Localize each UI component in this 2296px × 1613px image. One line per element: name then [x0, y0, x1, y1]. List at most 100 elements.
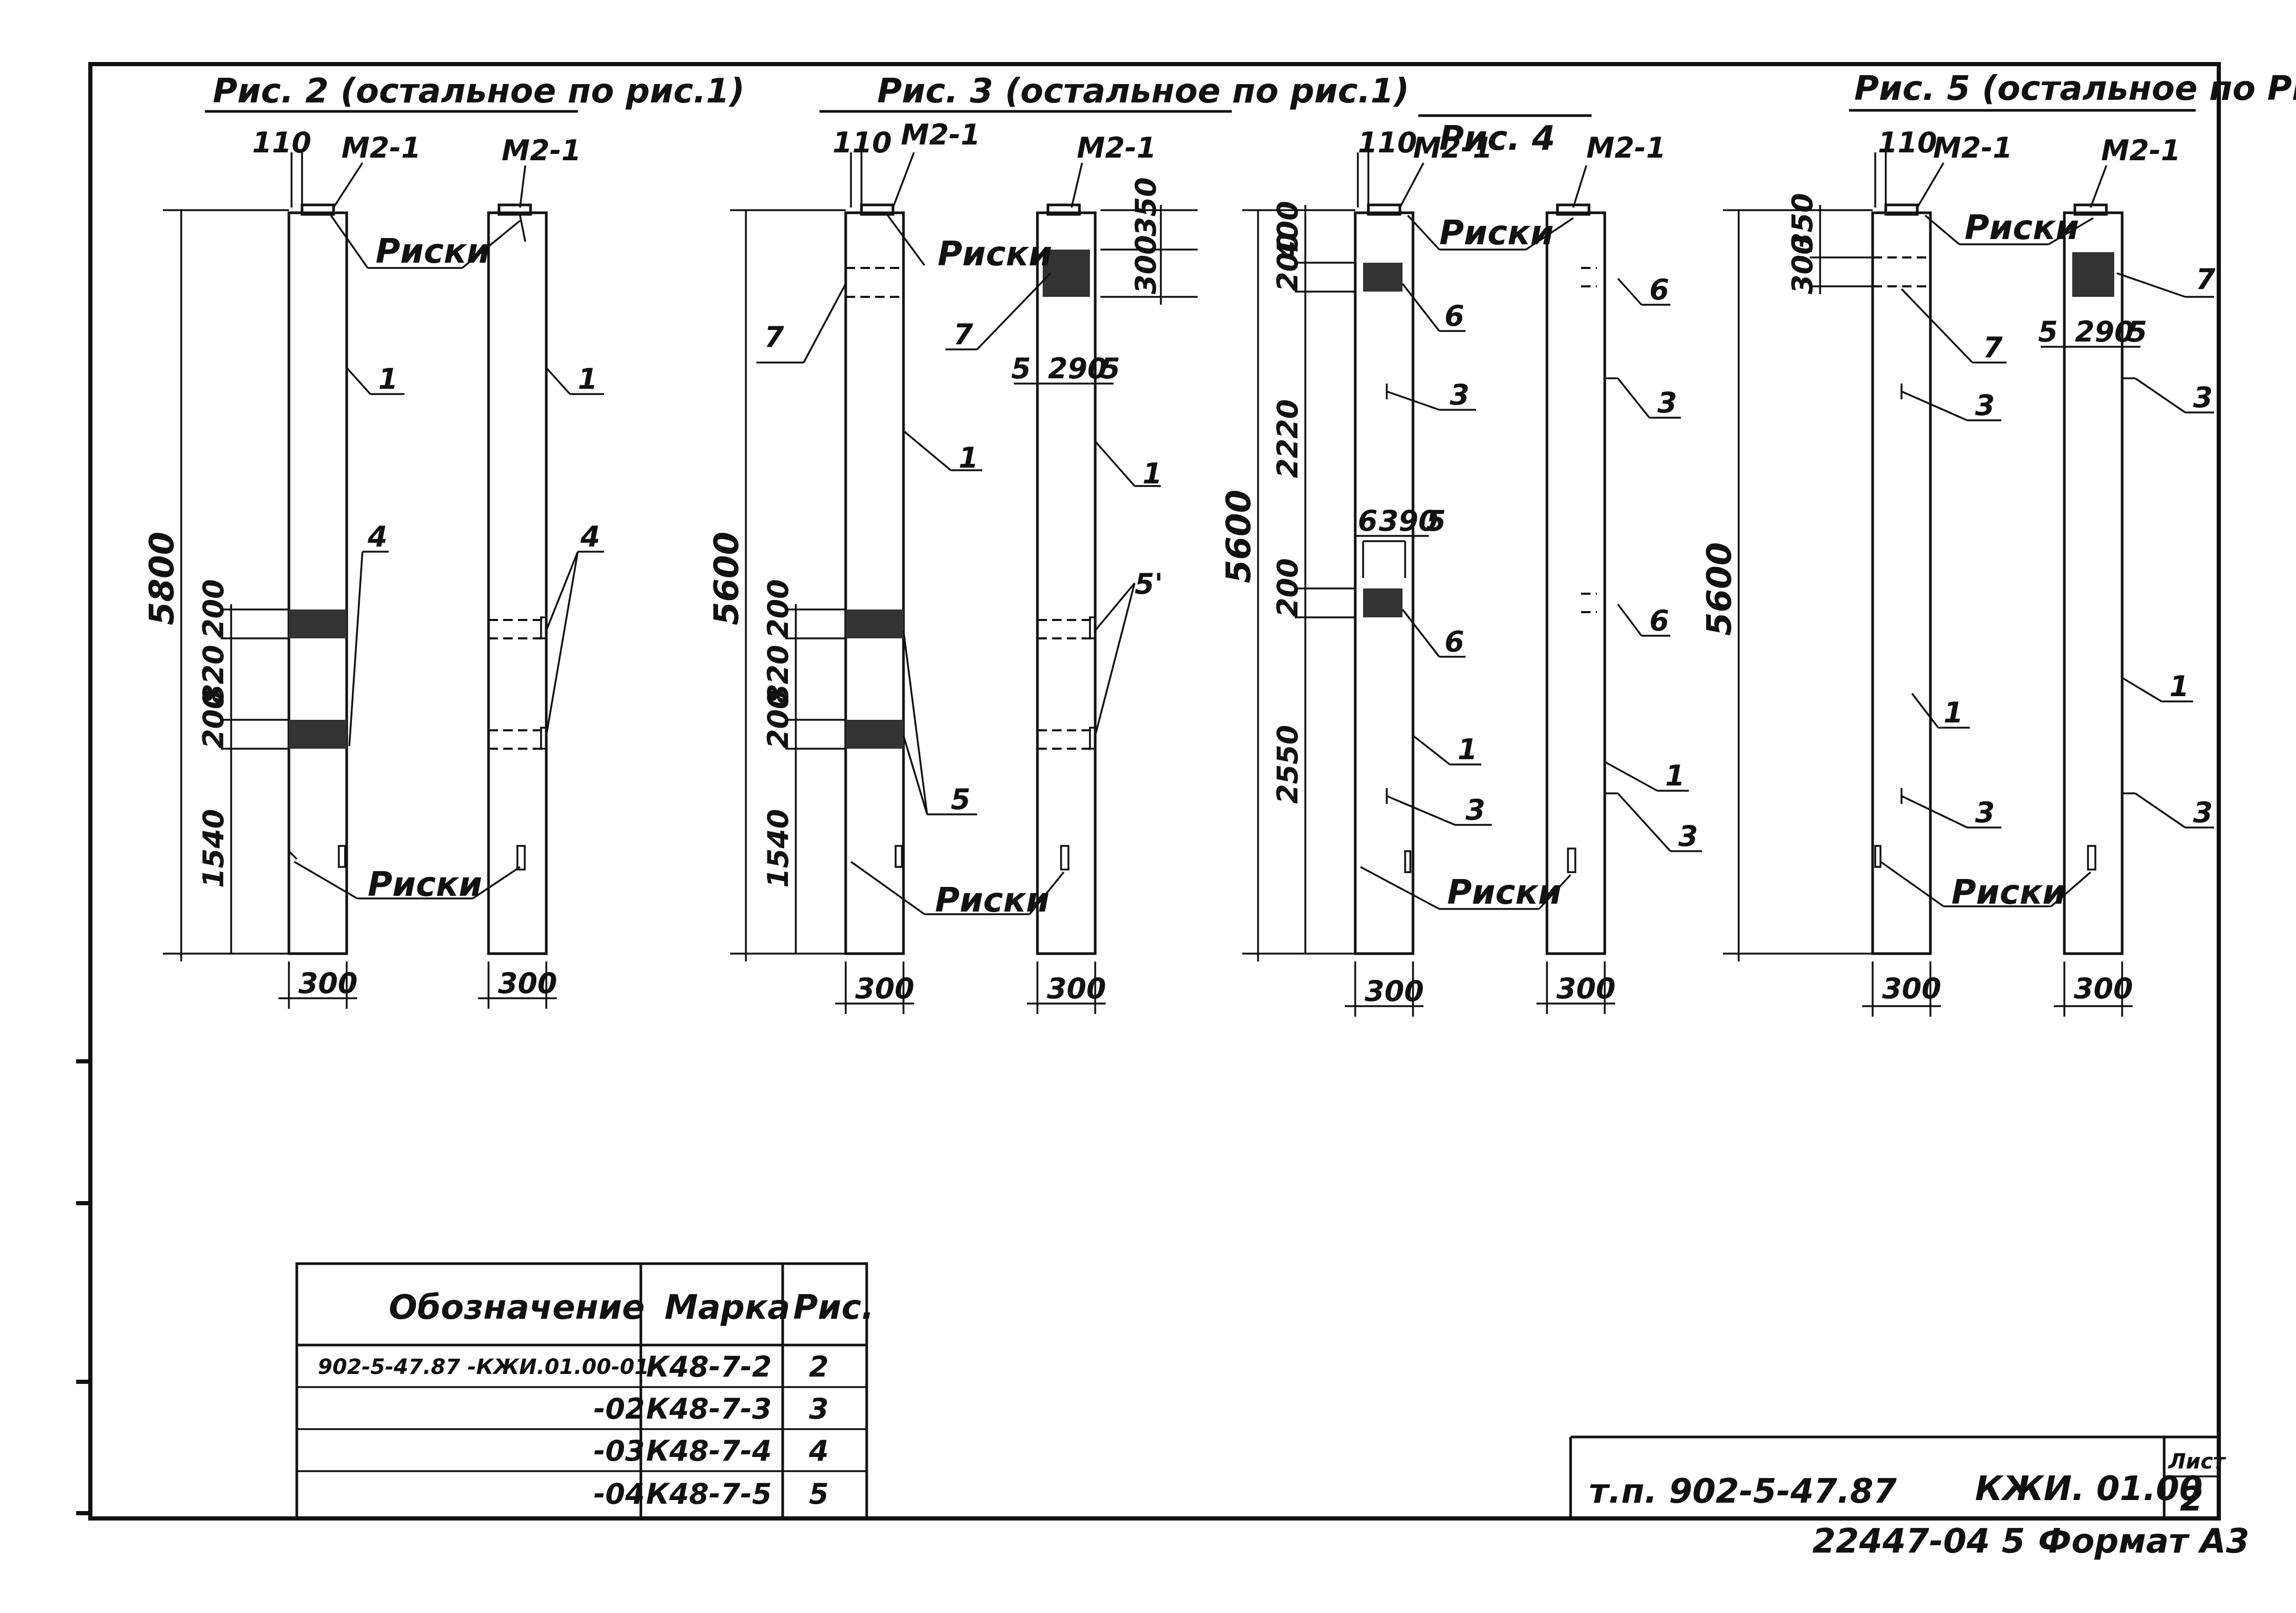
dim-390: 390 — [1379, 504, 1438, 537]
dim-6: 6 — [1358, 504, 1378, 537]
dim-2550: 2550 — [1271, 725, 1304, 804]
dim-350: 350 — [1129, 177, 1162, 236]
table-row-mark: К48-7-5 — [646, 1477, 772, 1511]
table-row-fig: 3 — [809, 1392, 829, 1425]
embedded-plate-m21 — [300, 203, 335, 216]
hatch-mark-4 — [289, 609, 347, 638]
figure-3-title: Рис. 3 (остальное по рис.1) — [877, 72, 1409, 111]
hatch-mark-6 — [1363, 588, 1402, 617]
dim-300: 300 — [855, 972, 915, 1005]
table-row-code: 902-5-47.87 -КЖИ.01.00-01 — [318, 1355, 649, 1379]
part-7: 7 — [1983, 331, 2003, 364]
dim-300: 300 — [498, 967, 557, 1000]
dim-5: 5 — [1426, 504, 1446, 537]
part-3: 3 — [1678, 820, 1698, 853]
dim-350: 350 — [1786, 193, 1819, 252]
project-number: т.п. 902-5-47.87 — [1589, 1472, 1897, 1511]
table-row-mark: К48-7-3 — [646, 1392, 772, 1425]
part-6: 6 — [1445, 299, 1464, 333]
table-row-fig: 5 — [809, 1477, 829, 1511]
dim-400: 400 — [1271, 201, 1304, 261]
part-7: 7 — [2196, 263, 2216, 296]
figure-4-title: Рис. 4 — [1439, 119, 1555, 158]
hatch-mark-4 — [289, 720, 347, 749]
label-m21: М2-1 — [1413, 131, 1492, 164]
dim-300: 300 — [298, 967, 358, 1000]
figure-5: Рис. 5 (остальное по Рис. 4) 110 М2-1 М2… — [1700, 69, 2296, 1017]
figure-3: Рис. 3 (остальное по рис.1) 110 М2-1 М2-… — [708, 72, 1409, 1014]
table-header: Обозначение — [389, 1288, 645, 1327]
dim-5: 5 — [1100, 352, 1120, 385]
table-row-fig: 4 — [808, 1434, 829, 1467]
part-4: 4 — [580, 520, 600, 553]
dim-300: 300 — [1556, 972, 1616, 1005]
label-riski: Риски — [938, 235, 1052, 274]
table-row-code: -03 — [594, 1434, 645, 1467]
column-side-view — [1545, 211, 1606, 955]
part-6: 6 — [1445, 625, 1464, 658]
dim-1540: 1540 — [197, 809, 230, 888]
height-5600: 5600 — [1700, 542, 1739, 636]
drawing-code: КЖИ. 01.00 — [1975, 1470, 2203, 1508]
dim-290: 290 — [2075, 315, 2134, 348]
dim-300: 300 — [1047, 972, 1106, 1005]
hatch-mark-7 — [2072, 252, 2114, 297]
part-1: 1 — [2169, 670, 2189, 703]
part-3: 3 — [1466, 793, 1485, 826]
part-1: 1 — [1944, 696, 1963, 729]
part-7: 7 — [953, 318, 973, 351]
label-m21: М2-1 — [1077, 131, 1156, 164]
inventory-number: 22447-04 5 — [1812, 1522, 2025, 1561]
dim-200: 200 — [197, 579, 230, 638]
dim-110: 110 — [1878, 126, 1937, 159]
dim-200: 200 — [1271, 232, 1304, 292]
label-riski: Риски — [1439, 214, 1554, 253]
dim-820: 820 — [762, 645, 795, 704]
figure-2-title: Рис. 2 (остальное по рис.1) — [213, 72, 745, 111]
height-5800: 5800 — [143, 532, 182, 625]
column-side-view — [2063, 211, 2124, 955]
column-side-view — [1036, 211, 1097, 955]
dim-110: 110 — [1358, 126, 1417, 159]
table-row-code: -04 — [594, 1477, 645, 1511]
column-side-view — [487, 211, 548, 955]
dim-300: 300 — [2074, 972, 2133, 1005]
dim-300: 300 — [1786, 235, 1819, 294]
sheet-number: 2 — [2180, 1480, 2204, 1519]
part-3: 3 — [1975, 389, 1995, 422]
part-1: 1 — [1458, 733, 1478, 766]
column-front-view — [1354, 211, 1415, 955]
part-3: 3 — [2193, 796, 2213, 829]
part-5prime: 5' — [1135, 567, 1163, 601]
part-7: 7 — [764, 320, 784, 354]
dim-300: 300 — [1882, 972, 1941, 1005]
table-row-fig: 2 — [809, 1350, 829, 1383]
dim-200: 200 — [762, 579, 795, 638]
hatch-mark-5 — [846, 720, 903, 749]
part-3: 3 — [2193, 381, 2213, 414]
specification-table: Обозначение Марка Рис. 902-5-47.87 -КЖИ.… — [295, 1262, 874, 1520]
dim-290: 290 — [1048, 352, 1107, 385]
part-1: 1 — [578, 363, 598, 396]
hatch-mark-5 — [846, 609, 903, 638]
table-row-code: -02 — [594, 1392, 645, 1425]
label-riski: Риски — [1965, 209, 2079, 247]
dim-1540: 1540 — [762, 809, 795, 888]
column-front-view — [287, 211, 348, 955]
label-m21: М2-1 — [2101, 134, 2180, 167]
part-3: 3 — [1975, 796, 1995, 829]
dim-5: 5 — [1011, 352, 1031, 385]
dim-300: 300 — [1365, 975, 1424, 1008]
part-1: 1 — [1142, 457, 1162, 490]
sheet-frame — [88, 62, 2221, 1521]
label-m21: М2-1 — [341, 131, 421, 164]
table-row-mark: К48-7-2 — [646, 1350, 772, 1383]
figure-4: Рис. 4 110 М2-1 М2-1 Риски 6 6 — [1220, 114, 1702, 1017]
table-header: Марка — [664, 1288, 790, 1327]
table-row-mark: К48-7-4 — [646, 1434, 772, 1467]
part-6: 6 — [1649, 604, 1669, 637]
dim-200: 200 — [197, 689, 230, 749]
part-3: 3 — [1657, 386, 1677, 419]
label-riski: Риски — [376, 232, 490, 271]
hatch-mark-6 — [1363, 263, 1402, 292]
